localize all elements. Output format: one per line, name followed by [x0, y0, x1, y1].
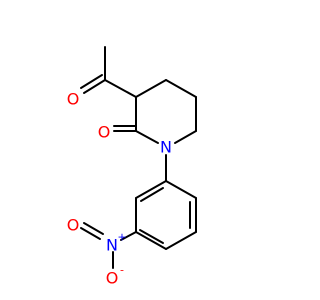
atom-o-nitro-double: O: [67, 216, 80, 235]
bond-benzene-6: [135, 180, 167, 199]
bond-ring-c6-n: [174, 130, 197, 144]
bond-nitro-double-b: [80, 227, 101, 240]
bond-ring-n-c2: [135, 130, 159, 144]
atom-o-lactam: O: [98, 123, 111, 142]
bond-benzene-4: [135, 231, 167, 250]
bond-benzene-inner-3: [140, 187, 164, 202]
bond-ring-c4-c5: [165, 79, 197, 98]
bond-nitro-double-a: [83, 222, 104, 235]
atom-o-nitro-single: O: [106, 269, 119, 288]
charge-n-nitro: +: [117, 231, 126, 244]
bond-acetyl-carbonyl-a: [83, 79, 106, 94]
bond-ring-nitro: [120, 231, 137, 241]
bond-benzene-3: [165, 231, 197, 250]
bonds: [80, 46, 197, 269]
atom-labels: O O N N + O O -: [67, 90, 172, 288]
bond-ring-c3-c4: [135, 79, 167, 98]
structure-canvas: O O N N + O O -: [66, 46, 197, 288]
bond-acetyl-carbonyl-b: [80, 74, 103, 89]
bond-benzene-inner-2: [139, 229, 164, 244]
atom-n-nitro: N: [106, 236, 118, 255]
bond-benzene-1: [165, 180, 197, 199]
bond-acetyl-ring: [104, 79, 137, 98]
atom-n-ring: N: [160, 138, 172, 157]
atom-o-acetyl: O: [67, 90, 80, 109]
molecule-drawing: O O N N + O O -: [67, 46, 197, 288]
charge-o-nitro-single: -: [120, 264, 124, 277]
